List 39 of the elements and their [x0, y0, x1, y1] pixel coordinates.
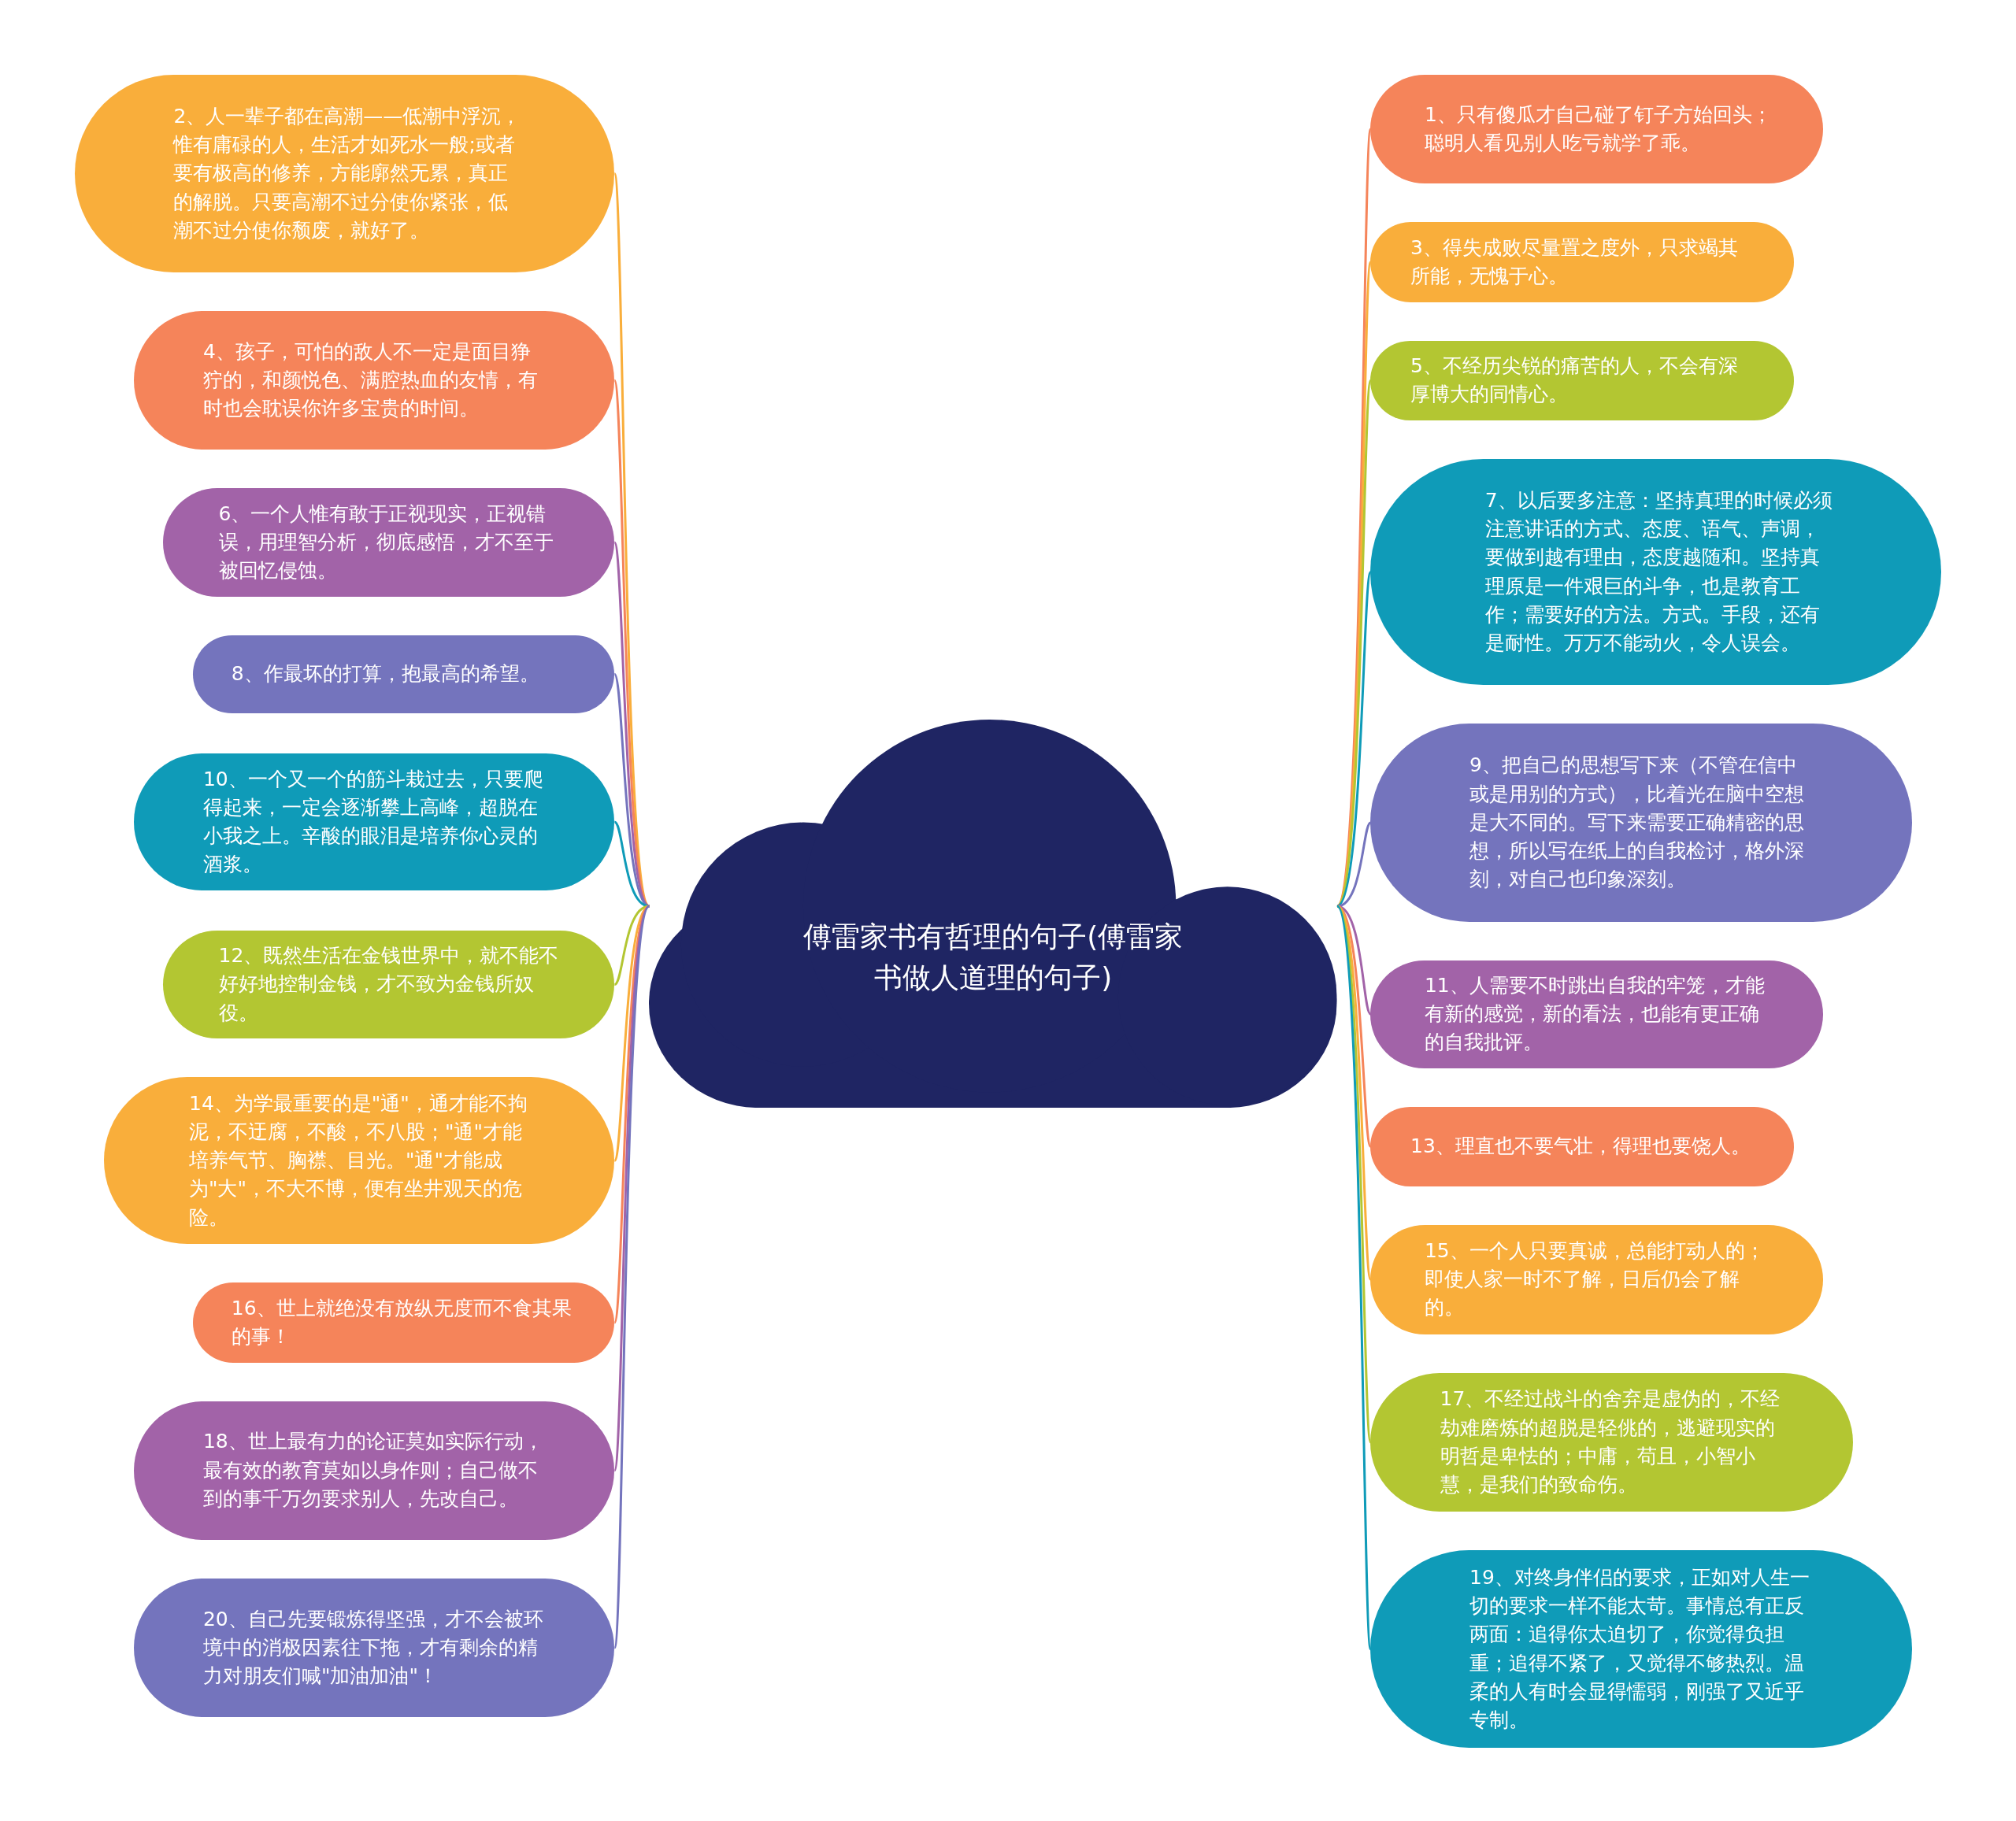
quote-text: 17、不经过战斗的舍弃是虚伪的，不经劫难磨炼的超脱是轻佻的，逃避现实的明哲是卑怯的；中庸，苟且，小智小慧，是我们的致命伤。 [1440, 1386, 1781, 1498]
topic-bubble [1370, 222, 1794, 302]
quote-text: 3、得失成败尽量置之度外，只求竭其所能，无愧于心。 [1410, 235, 1739, 290]
quote-text: 6、一个人惟有敢于正视现实，正视错误，用理智分析，彻底感悟，才不至于被回忆侵蚀。 [218, 501, 554, 584]
topic-bubble [1370, 1372, 1853, 1512]
topic-bubble [1370, 340, 1794, 420]
quote-text: 4、孩子，可怕的敌人不一定是面目狰狞的，和颜悦色、满腔热血的友情，有时也会耽误你许多宝贵的时间。 [202, 339, 539, 422]
quote-text: 2、人一辈子都在高潮——低潮中浮沉，惟有庸碌的人，生活才如死水一般;或者要有极高的修养，方能廓然无累，真正的解脱。只要高潮不过分使你紧张，低潮不过分使你颓废，就好了。 [173, 103, 522, 243]
quote-text: 11、人需要不时跳出自我的牢笼，才能有新的感觉，新的看法，也能有更正确的自我批评。 [1424, 972, 1766, 1056]
connector-line [1336, 128, 1372, 907]
quote-text: 12、既然生活在金钱世界中，就不能不好好地控制金钱，才不致为金钱所奴役。 [218, 943, 560, 1026]
quote-text: 18、世上最有力的论证莫如实际行动，最有效的教育莫如以身作则；自己做不到的事千万勿要求别人，先改自己。 [202, 1429, 544, 1512]
topic-bubble [1370, 1106, 1794, 1186]
topic-bubble [74, 74, 615, 273]
central-topic-text: 傅雷家书有哲理的句子(傅雷家书做人道理的句子) [802, 919, 1184, 995]
topic-bubble [192, 635, 615, 714]
quote-text: 20、自己先要锻炼得坚强，才不会被环境中的消极因素往下拖，才有剩余的精力对朋友们喊"加油加油"！ [202, 1606, 544, 1690]
quote-text: 10、一个又一个的筋斗栽过去，只要爬得起来，一定会逐渐攀上高峰，超脱在小我之上。辛酸的眼泪是培养你心灵的酒浆。 [202, 766, 544, 878]
topic-bubble [163, 488, 615, 597]
topic-bubble [133, 311, 615, 450]
topic-bubble [133, 1401, 615, 1540]
quote-text: 7、以后要多注意：坚持真理的时候必须注意讲话的方式、态度、语气、声调，要做到越有理由，态度越随和。坚持真理原是一件艰巨的斗争，也是教育工作；需要好的方法。方式。手段，还有是耐性。万万不能动火，令人误会。 [1484, 487, 1833, 656]
quote-text: 1、只有傻瓜才自己碰了钉子方始回头；聪明人看见别人吃亏就学了乖。 [1424, 102, 1773, 157]
quote-text: 13、理直也不要气壮，得理也要饶人。 [1410, 1134, 1751, 1160]
topic-bubble [1370, 74, 1824, 184]
connector-line [1336, 905, 1372, 1649]
topic-bubble [1370, 1224, 1824, 1334]
connector-line [1336, 821, 1372, 908]
quote-text: 14、为学最重要的是"通"，通才能不拘泥，不迂腐，不酸，不八股；"通"才能培养气节、胸襟、目光。"通"才能成为"大"，不大不博，便有坐井观天的危险。 [189, 1090, 528, 1231]
topic-bubble [133, 1578, 615, 1718]
quote-text: 8、作最坏的打算，抱最高的希望。 [231, 661, 540, 687]
quote-text: 9、把自己的思想写下来（不管在信中或是用别的方式），比着光在脑中空想是大不同的。写下来需要正确精密的思想，所以写在纸上的自我检讨，格外深刻，对自己也印象深刻。 [1469, 753, 1806, 893]
quote-text: 15、一个人只要真诚，总能打动人的；即使人家一时不了解，日后仍会了解的。 [1424, 1238, 1766, 1321]
quote-text: 19、对终身伴侣的要求，正如对人生一切的要求一样不能太苛。事情总有正反两面：追得你太迫切了，你觉得负担重；追得不紧了，又觉得不够热烈。温柔的人有时会显得懦弱，刚强了又近乎专制。 [1469, 1564, 1810, 1734]
quote-text: 16、世上就绝没有放纵无度而不食其果的事！ [231, 1295, 573, 1349]
quote-text: 5、不经历尖锐的痛苦的人，不会有深厚博大的同情心。 [1410, 353, 1739, 408]
connector-line [613, 820, 650, 908]
topic-bubble [1370, 1549, 1912, 1749]
topic-bubble [192, 1282, 615, 1363]
